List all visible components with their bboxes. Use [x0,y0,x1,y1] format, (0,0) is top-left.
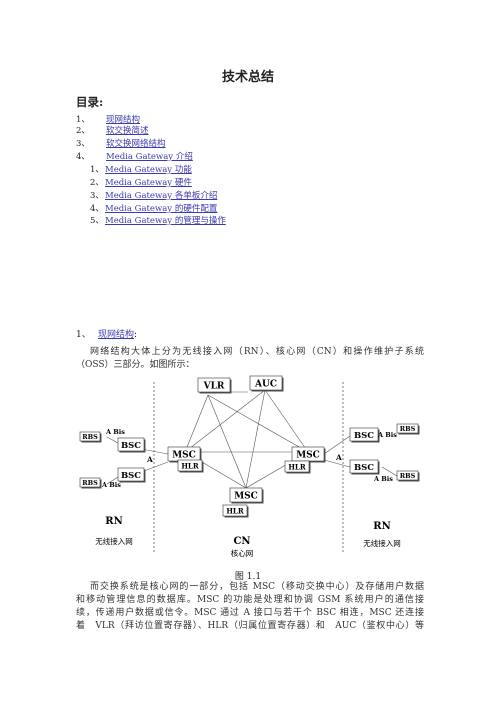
section-1-link[interactable]: 现网结构 [98,330,135,340]
toc-subitem-5[interactable]: 5、Media Gateway 的管理与操作 [90,216,226,226]
rbs-node-right-bottom [396,470,419,481]
a-interface-label-left: A [146,455,153,464]
toc-subitem-1[interactable]: 1、Media Gateway 功能 [90,165,192,175]
abis-label-right-top: A Bis [377,431,397,439]
cn-label: CN [233,536,250,547]
hlr-node-left [177,459,203,472]
para2-line-4: 着 VLR（拜访位置寄存器）、HLR（归属位置寄存器）和 AUC（鉴权中心）等 [76,621,424,631]
para2-line-3: 续，传递用户数据或信令。MSC 通过 A 接口与若干个 BSC 相连，MSC 还… [76,608,424,618]
a-interface-label-right: A [335,453,342,462]
toc-item-2[interactable]: 2、软交换简述 [76,126,149,136]
para2-line-1: 而交换系统是核心网的一部分，包括 MSC（移动交换中心）及存储用户数据 [90,582,424,592]
hlr-left-label: HLR [181,462,199,471]
abis-label-left-top: A Bis [105,428,125,436]
rbs-left-bottom-label: RBS [82,479,98,487]
msc-right-label: MSC [296,451,320,461]
toc-link-network-structure[interactable]: 现网结构 [106,115,141,125]
bsc-node-right-bottom [349,459,379,474]
bsc-node-left-top [117,437,145,452]
rbs-node-right-top [396,423,419,434]
bsc-right-bottom-label: BSC [354,463,374,473]
rbs-right-top-label: RBS [400,425,416,433]
bsc-node-right-top [349,427,379,442]
toc-subitem-4[interactable]: 4、Media Gateway 的硬件配置 [90,204,218,214]
document-title: 技术总结 [221,70,274,85]
abis-label-left-bottom: A Bis [101,481,121,489]
abis-label-right-bottom: A Bis [373,475,393,483]
vlr-label: VLR [203,382,225,392]
hlr-bottom-label: HLR [226,507,244,516]
toc-subitem-2[interactable]: 2、Media Gateway 硬件 [90,178,192,188]
rn-sublabel-right: 无线接入网 [363,538,401,548]
toc-link-mg-management[interactable]: Media Gateway 的管理与操作 [105,216,226,226]
rbs-left-top-label: RBS [82,433,98,441]
rbs-node-left-top [79,431,101,442]
toc-link-softswitch-network[interactable]: 软交换网络结构 [106,139,166,149]
rbs-right-bottom-label: RBS [400,472,416,480]
auc-node [249,375,283,391]
cn-sublabel: 核心网 [231,548,254,558]
hlr-node-right [284,460,310,473]
toc-link-mg-hardware[interactable]: Media Gateway 硬件 [105,178,192,188]
msc-bottom-label: MSC [234,492,258,502]
toc-link-mg-hw-config[interactable]: Media Gateway 的硬件配置 [105,204,218,214]
rn-label-right: RN [373,521,390,532]
section-1-number: 1、 [76,330,91,340]
hlr-node-bottom [222,504,248,517]
toc-item-4[interactable]: 4、Media Gateway 介绍 [76,152,193,162]
rn-sublabel-left: 无线接入网 [95,536,133,546]
msc-left-label: MSC [172,451,196,461]
rbs-node-left-bottom [79,477,101,488]
bsc-left-top-label: BSC [121,441,141,451]
network-diagram: VLR AUC MSC HLR MSC HLR MSC HLR BSC BSC … [79,375,419,558]
bsc-right-top-label: BSC [354,431,374,441]
toc-link-softswitch-overview[interactable]: 软交换简述 [106,126,149,136]
toc-subitem-3[interactable]: 3、Media Gateway 各单板介绍 [90,191,218,201]
bsc-left-bottom-label: BSC [121,471,141,481]
hlr-right-label: HLR [288,463,306,472]
toc-item-1[interactable]: 1、现网结构 [76,115,141,125]
auc-label: AUC [254,380,277,390]
para1-line-1: 网络结构大体上分为无线接入网（RN）、核心网（CN）和操作维护子系统 [90,347,424,357]
toc-link-mg-boards[interactable]: Media Gateway 各单板介绍 [105,191,218,201]
para1-line-2: （OSS）三部分。如图所示： [76,360,195,370]
vlr-node [197,377,231,393]
toc-link-mg-function[interactable]: Media Gateway 功能 [105,165,192,175]
rn-label-left: RN [105,516,122,527]
section-1-heading[interactable]: 现网结构: [98,330,138,340]
msc-node-bottom [229,487,263,503]
toc-item-3[interactable]: 3、软交换网络结构 [76,139,166,149]
toc-heading: 目录: [76,95,104,109]
figure-caption: 图 1.1 [234,572,262,582]
para2-line-2: 和移动管理信息的数据库。MSC 的功能是处理和协调 GSM 系统用户的通信接 [76,595,424,605]
bsc-node-left-bottom [117,467,145,482]
toc-link-media-gateway-intro[interactable]: Media Gateway 介绍 [106,152,193,162]
